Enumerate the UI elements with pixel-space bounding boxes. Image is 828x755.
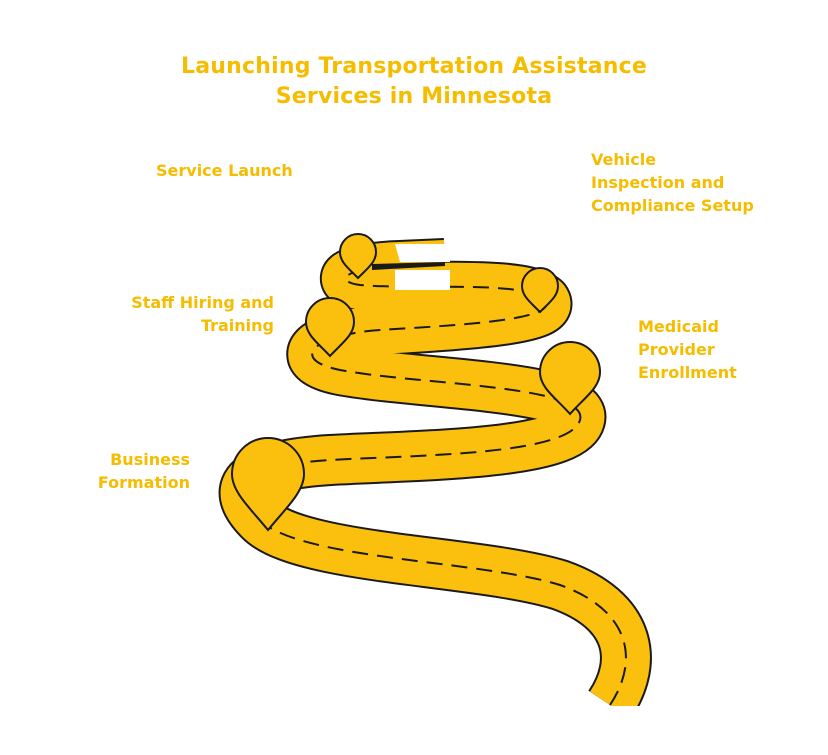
pin-business-formation xyxy=(230,437,306,532)
label-staff-hiring-line-2: Training xyxy=(200,316,274,335)
road-taper-mask-bottom xyxy=(395,270,450,290)
road-bottom-mask xyxy=(500,706,700,755)
pin-service-launch xyxy=(338,233,378,280)
label-vehicle-inspection-line-3: Compliance Setup xyxy=(591,196,754,215)
pin-medicaid-enrollment xyxy=(538,341,602,416)
label-staff-hiring: Staff Hiring and Training xyxy=(131,291,274,337)
label-medicaid-enrollment-line-2: Provider xyxy=(638,340,715,359)
pin-vehicle-inspection xyxy=(520,267,560,314)
pin-staff-hiring xyxy=(304,297,356,358)
road-taper-mask-top xyxy=(395,244,450,262)
title-line-1: Launching Transportation Assistance xyxy=(181,54,647,79)
diagram-title: Launching Transportation Assistance Serv… xyxy=(0,52,828,112)
label-service-launch: Service Launch xyxy=(156,159,293,182)
label-vehicle-inspection: Vehicle Inspection and Compliance Setup xyxy=(591,148,754,217)
road-tail-line xyxy=(372,262,445,270)
label-business-formation-line-2: Formation xyxy=(97,473,190,492)
label-vehicle-inspection-line-2: Inspection and xyxy=(591,173,725,192)
label-service-launch-line-1: Service Launch xyxy=(156,161,293,180)
label-medicaid-enrollment-line-3: Enrollment xyxy=(638,363,737,382)
label-medicaid-enrollment-line-1: Medicaid xyxy=(638,317,719,336)
label-medicaid-enrollment: Medicaid Provider Enrollment xyxy=(638,315,737,384)
label-staff-hiring-line-1: Staff Hiring and xyxy=(131,293,274,312)
title-line-2: Services in Minnesota xyxy=(275,84,553,109)
label-vehicle-inspection-line-1: Vehicle xyxy=(591,150,657,169)
label-business-formation: Business Formation xyxy=(98,448,190,494)
label-business-formation-line-1: Business xyxy=(110,450,190,469)
